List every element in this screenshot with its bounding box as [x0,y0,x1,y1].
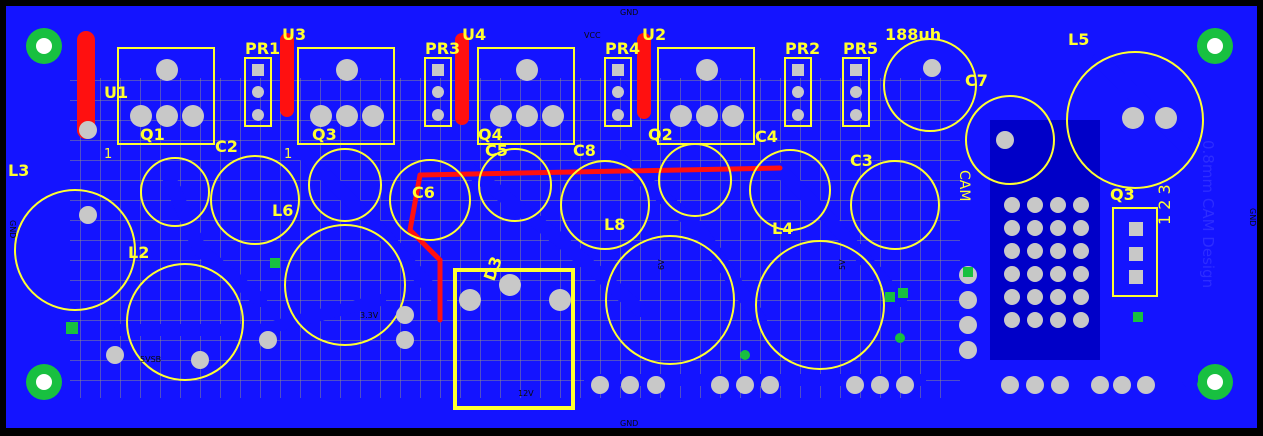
label-u1: U1 [104,83,128,102]
label-inductor-value: 188uh [885,25,941,44]
component-pads[interactable] [79,59,1177,394]
label-l2: L2 [128,243,149,262]
label-pr4: PR4 [605,39,640,58]
copper-traces [114,52,1198,388]
label-pr5: PR5 [843,39,878,58]
net-label-3v3: 3.3V [360,311,379,320]
net-label-5v: 5V [838,259,847,270]
label-pin1-b: 1 [284,147,292,162]
label-c3: C3 [850,151,873,170]
label-q4: Q4 [478,125,503,144]
net-label-vcc-top: VCC [584,31,601,40]
net-label-gnd-right: GND [1248,208,1257,226]
label-q3-pins: 1 2 3 [1155,184,1174,225]
label-l3: L3 [8,161,29,180]
label-c8: C8 [573,141,596,160]
label-c5: C5 [485,141,508,160]
net-label-gnd-bottom: GND [620,419,638,428]
label-cam-b: CAM [956,170,972,201]
copper-fill-bottom [70,398,1000,428]
label-c4: C4 [755,127,778,146]
net-label-gnd-left: GND [8,220,17,238]
pad-matrix[interactable] [1004,197,1089,328]
label-cam-design: 0.8mm CAM Design [1199,140,1217,288]
net-labels: GND GND GND GND VCC 12V 5V 3.3V 5VSB 6V [8,8,1257,428]
net-label-6v: 6V [657,259,666,270]
label-l5: L5 [1068,30,1089,49]
label-u2: U2 [642,25,666,44]
vias [66,258,1143,360]
header-pins[interactable] [252,64,1143,284]
label-pr1: PR1 [245,39,280,58]
net-label-12v: 12V [518,389,534,398]
label-q1: Q1 [140,125,165,144]
label-c2: C2 [215,137,238,156]
label-l4: L4 [772,219,793,238]
label-c7: C7 [965,71,988,90]
label-pr3: PR3 [425,39,460,58]
net-label-5vsb: 5VSB [140,355,161,364]
label-pin1-a: 1 [104,147,112,162]
label-q3: Q3 [1110,185,1135,204]
label-c6: C6 [412,183,435,202]
label-pr2: PR2 [785,39,820,58]
label-q3-left: Q3 [312,125,337,144]
label-u4: U4 [462,25,486,44]
silkscreen-outlines [14,38,1204,410]
label-q2: Q2 [648,125,673,144]
label-u3: U3 [282,25,306,44]
designators: U1 U3 U4 U2 PR1 PR3 PR4 PR2 PR5 Q1 Q3 Q4… [8,25,1217,288]
mounting-holes [26,28,1233,400]
net-label-gnd-top: GND [620,8,638,17]
label-l6: L6 [272,201,293,220]
label-l8: L8 [604,215,625,234]
